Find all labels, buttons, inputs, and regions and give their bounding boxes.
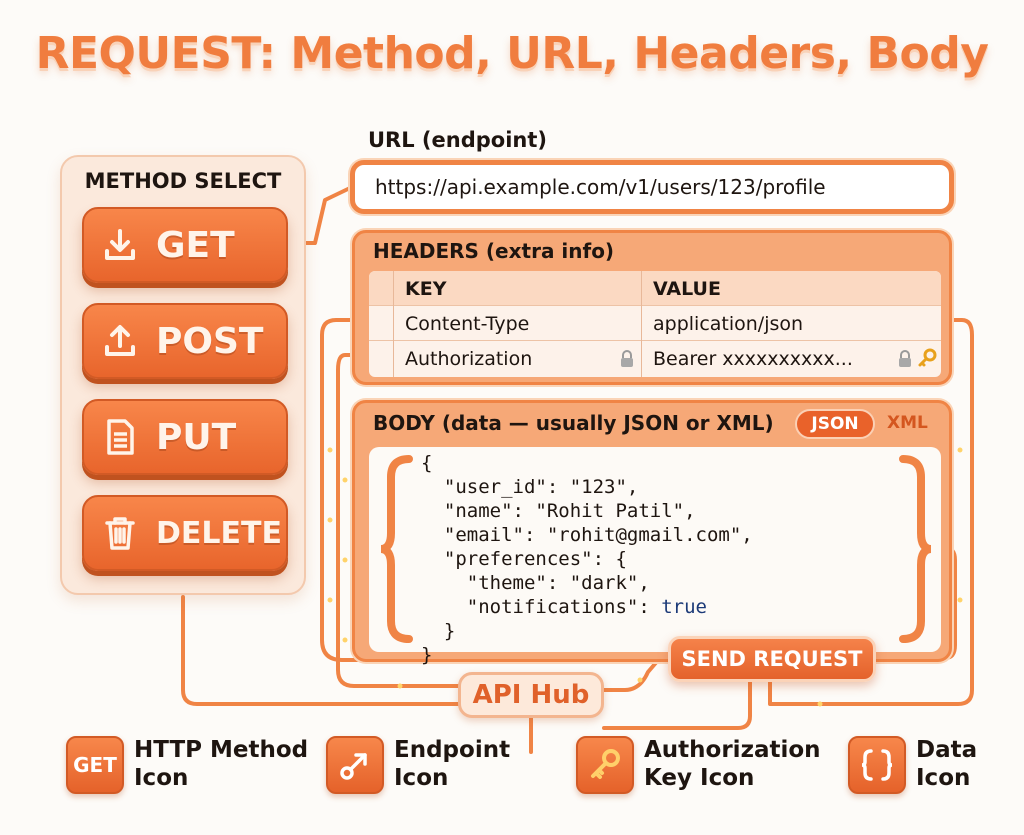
header-key: Content-Type	[405, 312, 530, 335]
code-line: "notifications": true	[421, 595, 753, 619]
url-input[interactable]: https://api.example.com/v1/users/123/pro…	[350, 160, 954, 214]
legend-line: Key Icon	[644, 765, 755, 791]
endpoint-arrow-icon	[326, 736, 384, 794]
code-line: "theme": "dark",	[421, 572, 650, 594]
header-value: Bearer xxxxxxxxxx...	[653, 347, 853, 370]
json-code: { "user_id": "123", "name": "Rohit Patil…	[421, 451, 753, 667]
legend-line: Icon	[394, 765, 449, 791]
api-hub-node: API Hub	[458, 672, 604, 718]
header-value: application/json	[653, 312, 804, 335]
right-brace-icon	[899, 455, 932, 643]
legend-line: Data	[916, 737, 978, 763]
column-divider	[393, 271, 394, 377]
url-label: URL (endpoint)	[368, 128, 547, 152]
code-line: {	[421, 452, 433, 474]
key-icon	[917, 348, 937, 372]
legend-line: Endpoint	[394, 737, 511, 763]
body-editor[interactable]: { "user_id": "123", "name": "Rohit Patil…	[369, 447, 941, 666]
delete-label: DELETE	[156, 515, 282, 551]
legend-line: Authorization	[644, 737, 821, 763]
page-title: REQUEST: Method, URL, Headers, Body	[35, 28, 989, 79]
column-divider	[641, 271, 642, 377]
code-line: }	[421, 644, 433, 666]
method-select-panel: METHOD SELECT GET POST PUT DELETE	[60, 155, 306, 595]
headers-header-row: KEY VALUE	[369, 271, 941, 306]
table-row[interactable]: Authorization Bearer xxxxxxxxxx...	[369, 341, 941, 376]
put-method-button[interactable]: PUT	[82, 399, 288, 475]
download-icon	[84, 225, 156, 265]
url-value: https://api.example.com/v1/users/123/pro…	[375, 175, 826, 199]
trash-icon	[84, 513, 156, 553]
code-line: "email": "rohit@gmail.com",	[421, 524, 753, 546]
send-request-button[interactable]: SEND REQUEST	[668, 636, 876, 682]
headers-table: KEY VALUE Content-Type application/json …	[369, 271, 941, 377]
post-method-button[interactable]: POST	[82, 303, 288, 379]
get-badge-text: GET	[73, 753, 117, 777]
value-column-header: VALUE	[653, 277, 721, 300]
code-line: }	[421, 620, 456, 642]
xml-format-tab[interactable]: XML	[887, 413, 928, 433]
get-badge-icon: GET	[66, 736, 124, 794]
table-row[interactable]: Content-Type application/json	[369, 306, 941, 341]
code-line: "name": "Rohit Patil",	[421, 500, 696, 522]
left-brace-icon	[380, 455, 413, 643]
document-icon	[84, 417, 156, 457]
put-label: PUT	[156, 416, 237, 458]
code-line: "user_id": "123",	[421, 476, 639, 498]
delete-method-button[interactable]: DELETE	[82, 495, 288, 571]
code-boolean: true	[661, 596, 707, 618]
lock-icon	[619, 350, 635, 372]
key-column-header: KEY	[405, 277, 447, 300]
headers-title: HEADERS (extra info)	[373, 239, 615, 263]
body-panel: BODY (data — usually JSON or XML) JSON X…	[352, 400, 952, 666]
code-line: "preferences": {	[421, 548, 627, 570]
get-label: GET	[156, 224, 235, 266]
braces-icon	[848, 736, 906, 794]
body-title: BODY (data — usually JSON or XML)	[373, 411, 774, 435]
header-key: Authorization	[405, 347, 533, 370]
lock-icon	[897, 350, 913, 372]
legend-line: Icon	[916, 765, 971, 791]
legend-line: HTTP Method	[134, 737, 309, 763]
post-label: POST	[156, 320, 264, 362]
method-select-title: METHOD SELECT	[84, 169, 282, 193]
json-format-tab[interactable]: JSON	[795, 409, 875, 439]
code-key: "notifications":	[421, 596, 662, 618]
get-method-button[interactable]: GET	[82, 207, 288, 283]
upload-icon	[84, 321, 156, 361]
legend-line: Icon	[134, 765, 189, 791]
headers-panel: HEADERS (extra info) KEY VALUE Content-T…	[352, 230, 952, 385]
key-icon	[576, 736, 634, 794]
